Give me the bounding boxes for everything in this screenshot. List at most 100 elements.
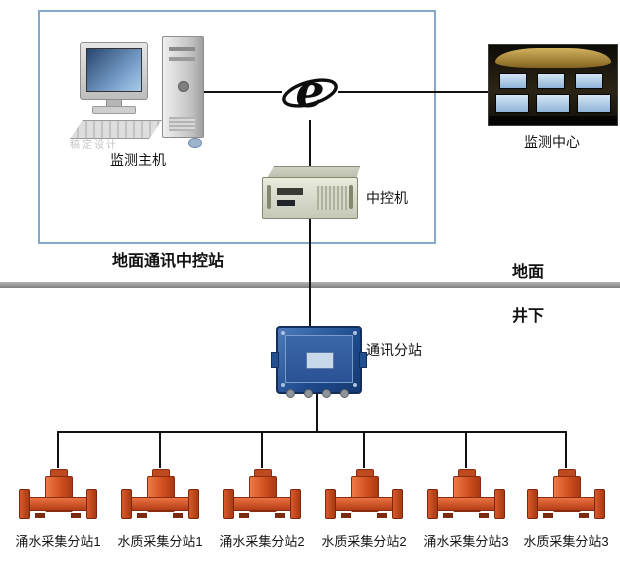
cable-gland-icon [286, 389, 295, 398]
panoramic-screen [495, 48, 611, 68]
mouse-icon [188, 138, 202, 148]
monitoring-center-image [488, 44, 618, 126]
flange-icon [86, 489, 97, 519]
collector-label: 涌水采集分站2 [219, 534, 305, 549]
collector-station: 涌水采集分站3 [414, 466, 518, 550]
monitoring-center-label: 监测中心 [524, 134, 580, 150]
collector-foot [71, 513, 81, 518]
collector-station: 水质采集分站3 [514, 466, 618, 550]
water-inflow-collector-icon [223, 466, 301, 524]
bolt-icon [353, 331, 357, 335]
collector-foot [543, 513, 553, 518]
collector-foot [341, 513, 351, 518]
internet-e-icon: e [282, 64, 338, 120]
ground-station-label: 地面通讯中控站 [112, 253, 225, 270]
rack-display [277, 200, 295, 206]
collector-label: 水质采集分站2 [321, 534, 407, 549]
substation-label: 通讯分站 [366, 342, 422, 358]
cable-gland-icon [322, 389, 331, 398]
flange-icon [427, 489, 438, 519]
underground-label: 井下 [512, 308, 545, 325]
console-desk [489, 116, 617, 125]
flange-icon [494, 489, 505, 519]
rack-handle [349, 185, 353, 209]
substation-nameplate [306, 352, 334, 369]
water-inflow-collector-icon [427, 466, 505, 524]
power-button-icon [178, 81, 189, 92]
screen-icon [499, 73, 527, 89]
monitor-icon [80, 42, 148, 100]
collector-foot [137, 513, 147, 518]
screen-icon [577, 94, 611, 113]
screen-icon [495, 94, 529, 113]
collector-pipe [433, 497, 501, 511]
mounting-tab [359, 352, 367, 368]
screen-icon [536, 94, 570, 113]
svg-text:e: e [295, 64, 324, 118]
central-control-machine-image [262, 166, 358, 219]
tower-vents [169, 117, 195, 131]
flange-icon [19, 489, 30, 519]
collector-pipe [127, 497, 195, 511]
monitoring-host-image [70, 36, 206, 148]
water-quality-collector-icon [121, 466, 199, 524]
drive-bay [169, 47, 195, 51]
flange-icon [290, 489, 301, 519]
flange-icon [121, 489, 132, 519]
monitoring-host-label: 监测主机 [110, 152, 166, 168]
collector-label: 涌水采集分站3 [423, 534, 509, 549]
internet-e-glyph: e [282, 64, 338, 118]
flange-icon [223, 489, 234, 519]
communication-substation-image [271, 326, 367, 398]
water-quality-collector-icon [325, 466, 403, 524]
drive-bay [169, 57, 195, 61]
collector-foot [239, 513, 249, 518]
flange-icon [325, 489, 336, 519]
collector-station: 涌水采集分站2 [210, 466, 314, 550]
collector-station: 涌水采集分站1 [6, 466, 110, 550]
collector-foot [275, 513, 285, 518]
screen-icon [537, 73, 565, 89]
collector-foot [35, 513, 45, 518]
stock-watermark: 稿定设计 [70, 140, 118, 151]
collector-pipe [25, 497, 93, 511]
flange-icon [527, 489, 538, 519]
collector-label: 水质采集分站1 [117, 534, 203, 549]
collector-foot [479, 513, 489, 518]
collector-label: 水质采集分站3 [523, 534, 609, 549]
rack-handle [267, 185, 271, 209]
collector-pipe [533, 497, 601, 511]
ground-station-frame [38, 10, 436, 244]
cable-gland-icon [340, 389, 349, 398]
monitor-base [92, 106, 136, 114]
screen-icon [575, 73, 603, 89]
rack-drive-bay [277, 188, 303, 195]
collector-foot [443, 513, 453, 518]
bolt-icon [353, 383, 357, 387]
flange-icon [392, 489, 403, 519]
substation-panel [285, 335, 353, 383]
rack-vents [317, 186, 347, 210]
bolt-icon [281, 331, 285, 335]
collector-foot [579, 513, 589, 518]
bolt-icon [281, 383, 285, 387]
mounting-tab [271, 352, 279, 368]
collector-label: 涌水采集分站1 [15, 534, 101, 549]
collector-station: 水质采集分站2 [312, 466, 416, 550]
surface-label: 地面 [512, 264, 545, 281]
computer-tower-icon [162, 36, 204, 138]
rack-front-panel [262, 177, 358, 219]
flange-icon [594, 489, 605, 519]
collector-foot [173, 513, 183, 518]
water-quality-collector-icon [527, 466, 605, 524]
water-inflow-collector-icon [19, 466, 97, 524]
monitor-screen [86, 48, 142, 92]
collector-pipe [331, 497, 399, 511]
collector-station: 水质采集分站1 [108, 466, 212, 550]
control-machine-label: 中控机 [366, 190, 408, 206]
cable-gland-icon [304, 389, 313, 398]
flange-icon [188, 489, 199, 519]
collector-foot [377, 513, 387, 518]
